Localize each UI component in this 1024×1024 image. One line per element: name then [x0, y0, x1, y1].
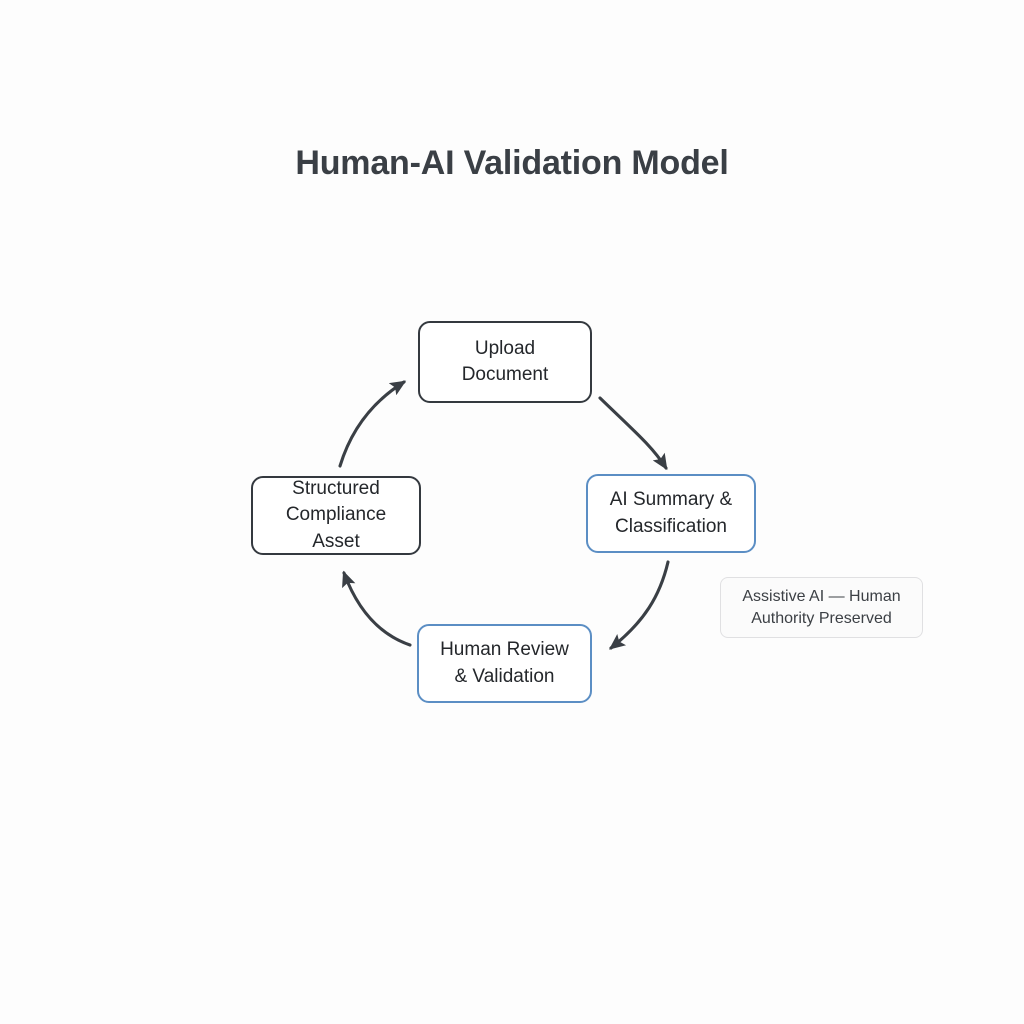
node-human-review-validation-label: Human Review & Validation [440, 639, 569, 687]
node-human-review-validation[interactable]: Human Review & Validation [417, 624, 592, 703]
node-ai-summary-classification-label: AI Summary & Classification [609, 489, 733, 537]
arrow-upload-to-ai [598, 396, 668, 471]
node-upload-document[interactable]: Upload Document [418, 321, 592, 403]
arrow-asset-to-upload [338, 380, 407, 468]
node-structured-compliance-asset[interactable]: Structured Compliance Asset [251, 476, 421, 555]
arrow-ai-to-human [608, 560, 670, 650]
node-ai-summary-classification[interactable]: AI Summary & Classification [586, 474, 756, 553]
annotation-assistive-ai-note-label: Assistive AI — Human Authority Preserved [742, 587, 901, 627]
page-title: Human-AI Validation Model [295, 144, 729, 182]
annotation-assistive-ai-note: Assistive AI — Human Authority Preserved [720, 577, 923, 638]
node-upload-document-label: Upload Document [461, 337, 549, 385]
node-structured-compliance-asset-label: Structured Compliance Asset [285, 478, 387, 552]
arrow-human-to-asset [342, 570, 412, 647]
